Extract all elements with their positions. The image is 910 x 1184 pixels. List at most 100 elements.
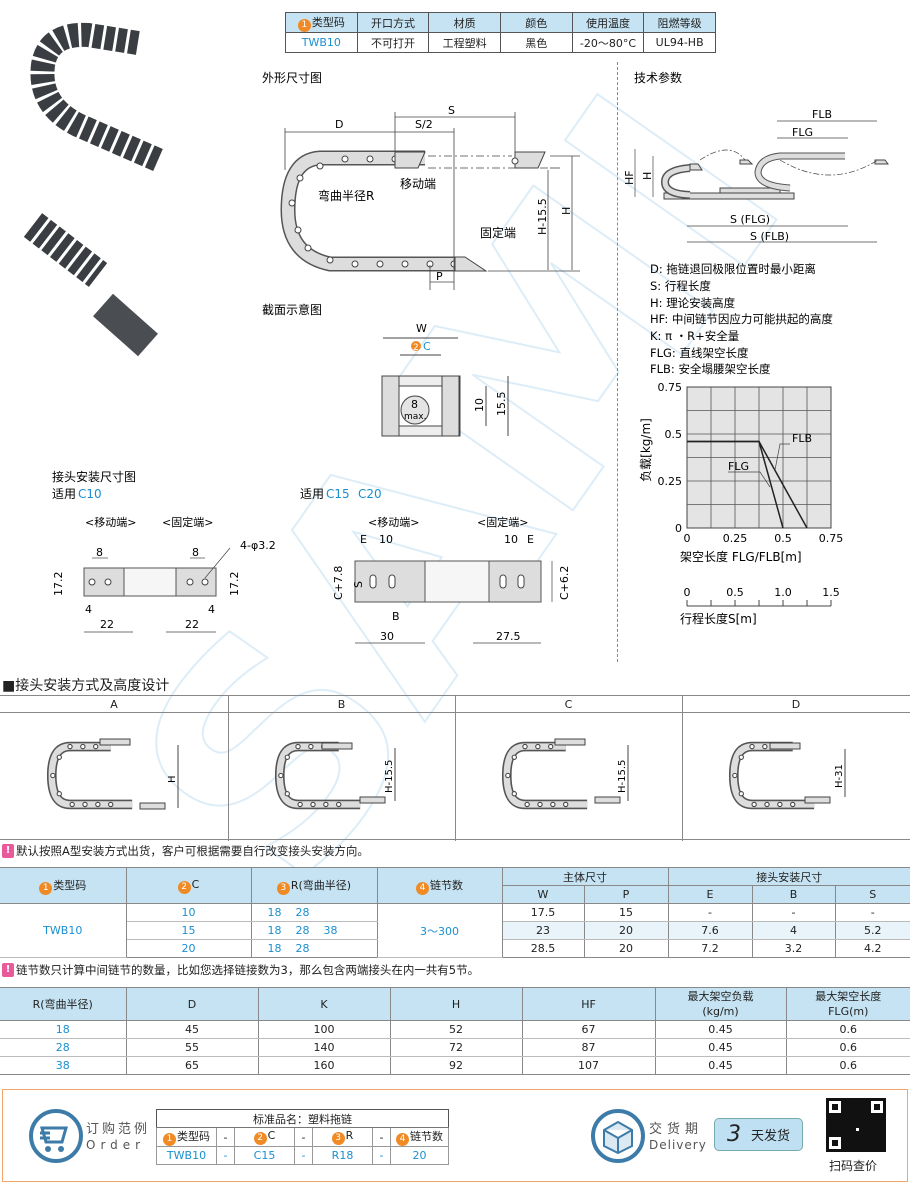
install-col-d: D (791, 698, 801, 711)
dim-C62: C+6.2 (558, 566, 571, 600)
dim-D: D (335, 118, 343, 131)
delivery-days: 3 (726, 1122, 741, 1147)
c20-label: C20 (358, 487, 382, 501)
dim-S: S (352, 581, 365, 588)
series-label-FLB: FLB (792, 432, 812, 445)
dim-8: 8 (96, 546, 103, 559)
dim-C78: C+7.8 (332, 566, 345, 600)
leader (728, 471, 771, 488)
spec-temp-value: -20～80°C (571, 32, 645, 53)
tech-FLG: FLG (792, 126, 813, 139)
spec-header-flame: 阻燃等级 (643, 12, 716, 33)
dim-22: 22 (185, 618, 199, 631)
max-label: max. (404, 412, 426, 422)
spec-header-opening: 开口方式 (356, 12, 430, 33)
delivery-label-en: Delivery (649, 1138, 707, 1152)
spec-header-temp: 使用温度 (571, 12, 645, 33)
qr-label: 扫码查价 (829, 1159, 878, 1173)
install-heading: ■接头安装方式及高度设计 (2, 678, 170, 694)
spec-color-value: 黑色 (499, 32, 573, 53)
install-col-a: A (110, 698, 118, 711)
cart-icon (29, 1109, 83, 1163)
qr-code[interactable] (826, 1098, 886, 1152)
label-fixed-end: 固定端 (480, 225, 516, 240)
x-axis-label: 架空长度 FLG/FLB[m] (680, 549, 802, 564)
tech-S-FLG: S (FLG) (730, 213, 770, 226)
c10-prefix: 适用 (52, 487, 76, 501)
series-label-FLG: FLG (728, 460, 749, 473)
install-diagrams: H H-15.5 H-15.5 H-31 (0, 738, 846, 841)
note-link-count: !链节数只计算中间链节的数量，比如您选择链接数为3，那么包含两端接头在内一共有5… (2, 962, 479, 978)
connector-title: 接头安装尺寸图 (52, 469, 136, 484)
divider (617, 62, 618, 662)
dim-22: 22 (100, 618, 114, 631)
fixed-end-label: <固定端> (162, 515, 213, 529)
dim-S2: S/2 (415, 118, 433, 131)
def-D: D: 拖链退回极限位置时最小距离 (650, 262, 816, 276)
dim-15-5: 15.5 (495, 392, 508, 417)
c-number-badge: 2 (413, 343, 419, 353)
dim-W: W (416, 322, 427, 335)
tech-title: 技术参数 (634, 70, 682, 85)
delivery-days-label: 天发货 (750, 1129, 790, 1144)
order-label-cn: 订购范例 (86, 1122, 151, 1137)
y-axis-label: 负载[kg/m] (639, 418, 653, 482)
fixed-end-label: <固定端> (477, 515, 528, 529)
dim-10: 10 (379, 533, 393, 546)
spec-header-color: 颜色 (499, 12, 573, 33)
dim-10: 10 (504, 533, 518, 546)
install-panel: A B C D H H-15.5 H-15.5 H-31 (0, 695, 910, 841)
moving-end-label: <移动端> (85, 516, 136, 529)
install-col-b: B (337, 698, 346, 711)
def-FLG: FLG: 直线架空长度 (650, 346, 749, 360)
spec-flame-value: UL94-HB (643, 32, 716, 53)
def-HF: HF: 中间链节因应力可能拱起的高度 (650, 312, 833, 326)
y-tick-label: 0.75 (658, 381, 683, 394)
max-diameter: 8 (411, 398, 418, 411)
dim-4: 4 (85, 603, 92, 616)
dim-30: 30 (380, 630, 394, 643)
stroke-tick-label: 0.5 (726, 586, 744, 599)
dim-27-5: 27.5 (496, 630, 521, 643)
y-tick-label: 0 (675, 522, 682, 535)
dim-S: S (448, 104, 455, 117)
install-col-c: C (564, 698, 573, 711)
order-label-en: Order (86, 1138, 146, 1152)
warning-icon: ! (2, 963, 14, 977)
stroke-tick-label: 1.0 (774, 586, 792, 599)
tech-S-FLB: S (FLB) (750, 230, 789, 243)
dim-H: H (560, 207, 573, 215)
outline-drawing: 外形尺寸图 D S/2 S 移动端 弯曲半径R 固定端 P H-15.5 H 截… (262, 71, 580, 437)
dim-P: P (436, 270, 443, 283)
tech-params: 技术参数 FLB FLG S (FLG) S (FLB) HF H D: 拖链退… (623, 70, 889, 376)
dim-4: 4 (208, 603, 215, 616)
dim-17-2: 17.2 (228, 572, 241, 597)
def-S: S: 行程长度 (650, 279, 711, 293)
spec-type-value: TWB10 (285, 32, 358, 53)
dim-B: B (392, 610, 400, 623)
delivery-badge: 3 天发货 (714, 1118, 803, 1151)
leader (774, 443, 790, 471)
delivery-label-cn: 交货期 (649, 1122, 704, 1137)
note-default-install: !默认按照A型安装方式出货，客户可根据需要自行改变接头安装方向。 (2, 843, 369, 859)
stroke-axis-label: 行程长度S[m] (680, 611, 757, 626)
install-dim-d: H-31 (834, 764, 845, 788)
delivery-box-icon (591, 1109, 645, 1163)
label-moving-end: 移动端 (400, 177, 436, 191)
c1520-prefix: 适用 (300, 487, 324, 501)
tech-HF: HF (623, 170, 636, 185)
outline-title: 外形尺寸图 (262, 71, 322, 85)
stroke-tick-label: 0 (684, 586, 691, 599)
dim-C: C (423, 340, 431, 353)
